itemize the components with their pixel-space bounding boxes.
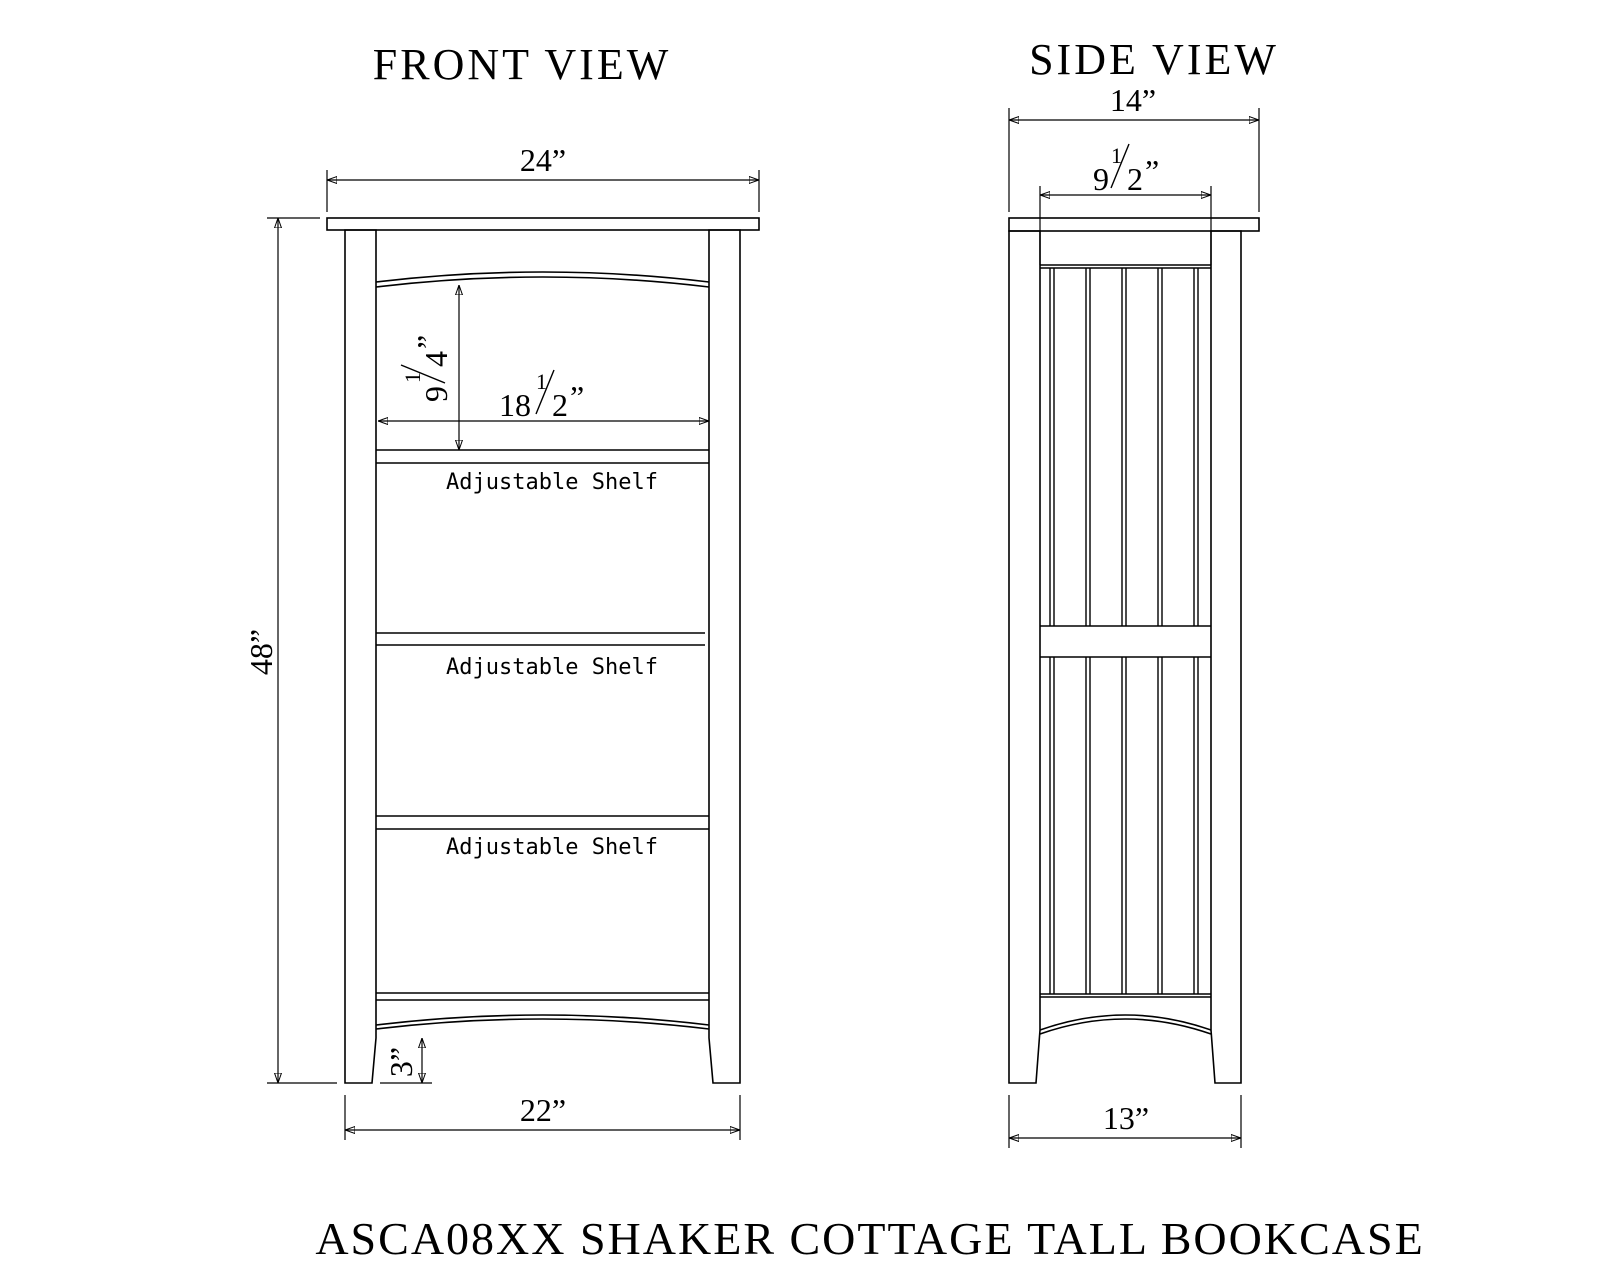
shelf-label-3: Adjustable Shelf bbox=[446, 835, 658, 860]
side-inner-depth-label: 9 1 2 ” bbox=[1093, 143, 1159, 197]
inner-width-whole: 18 bbox=[499, 387, 531, 423]
inner-width-mark: ” bbox=[570, 379, 584, 415]
side-view-structure bbox=[1008, 217, 1260, 1084]
side-back-post bbox=[1210, 230, 1242, 1084]
side-depth-label: 14” bbox=[1110, 82, 1156, 118]
front-height-label: 48” bbox=[243, 629, 279, 675]
side-view-title: SIDE VIEW bbox=[1029, 35, 1279, 84]
front-top-width-label: 24” bbox=[520, 142, 566, 178]
side-inner-depth-numerator: 1 bbox=[1111, 143, 1122, 168]
side-inner-depth-denominator: 2 bbox=[1127, 161, 1143, 197]
shelf-label-2: Adjustable Shelf bbox=[446, 655, 658, 680]
side-slats bbox=[1049, 268, 1199, 994]
shelf-spacing-denominator: 4 bbox=[418, 351, 454, 367]
side-front-post bbox=[1008, 230, 1041, 1084]
base-height-label: 3” bbox=[383, 1047, 419, 1077]
front-right-post bbox=[708, 229, 741, 1084]
front-view-dimensions bbox=[267, 170, 760, 1140]
side-bottom-apron-arch-inner bbox=[1039, 1018, 1212, 1035]
inner-width-label: 18 1 2 ” bbox=[499, 369, 584, 423]
inner-width-fraction-bar bbox=[535, 369, 555, 415]
front-top-board bbox=[326, 217, 760, 231]
shelf-label-1: Adjustable Shelf bbox=[446, 470, 658, 495]
side-view-dimensions bbox=[1008, 108, 1260, 1148]
shelf-spacing-label: 9 1 4 ” bbox=[400, 335, 454, 402]
inner-width-denominator: 2 bbox=[552, 387, 568, 423]
shelf-spacing-fraction-bar bbox=[400, 364, 446, 384]
front-bottom-apron-arch-inner bbox=[375, 1018, 710, 1030]
side-bottom-apron-arch bbox=[1039, 1014, 1212, 1031]
side-inner-depth-mark: ” bbox=[1145, 153, 1159, 189]
front-top-rail-arch bbox=[375, 271, 710, 283]
inner-width-numerator: 1 bbox=[536, 369, 547, 394]
shelf-spacing-whole: 9 bbox=[418, 386, 454, 402]
side-top-board bbox=[1008, 217, 1260, 232]
product-title: ASCA08XX SHAKER COTTAGE TALL BOOKCASE bbox=[315, 1213, 1424, 1264]
front-bottom-apron-arch bbox=[375, 1014, 710, 1026]
front-view-structure bbox=[326, 217, 760, 1084]
side-inner-depth-whole: 9 bbox=[1093, 161, 1109, 197]
front-left-post bbox=[344, 229, 377, 1084]
shelf-spacing-mark: ” bbox=[410, 335, 446, 349]
front-bottom-width-label: 22” bbox=[520, 1092, 566, 1128]
front-view-title: FRONT VIEW bbox=[373, 40, 672, 89]
front-top-rail-arch-inner bbox=[375, 276, 710, 288]
side-inner-depth-fraction-bar bbox=[1110, 143, 1130, 189]
shelf-spacing-numerator: 1 bbox=[400, 372, 425, 383]
side-bottom-depth-label: 13” bbox=[1103, 1100, 1149, 1136]
